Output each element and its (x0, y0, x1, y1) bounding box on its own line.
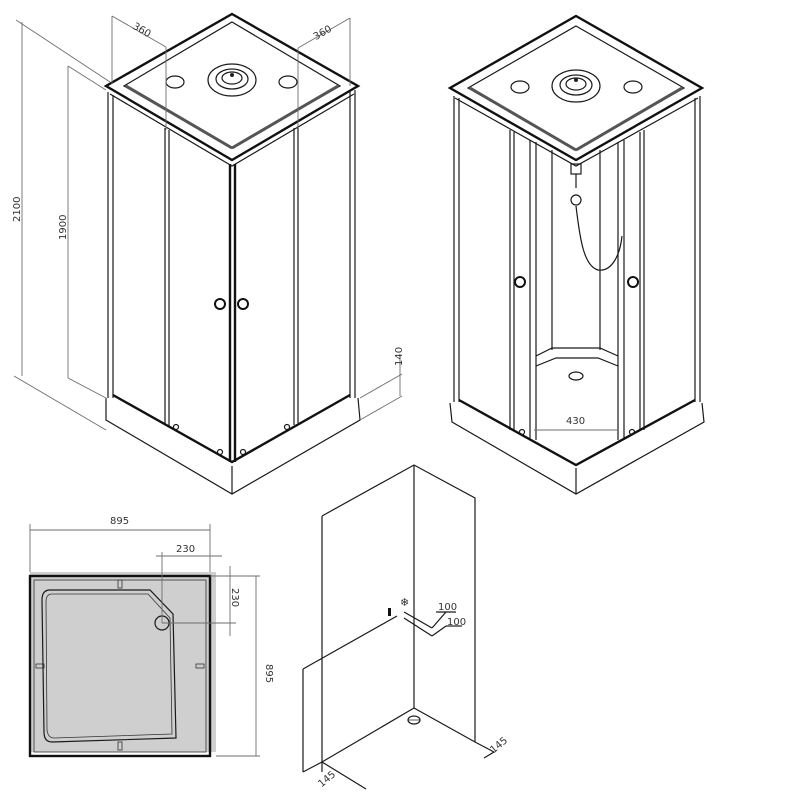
dim-230-x: 230 (176, 544, 195, 555)
dim-895-width: 895 (110, 516, 129, 527)
dim-360-right: 360 (312, 24, 334, 43)
rain-shower-head-icon (551, 69, 601, 103)
shower-mixer-icon (570, 163, 623, 271)
open-cabin-view: 430 (447, 14, 705, 495)
drain-icon (568, 371, 584, 381)
speaker-icon (510, 80, 530, 94)
dim-145-right: 145 (488, 735, 510, 756)
door-handle-icon (627, 276, 639, 288)
roof-inner (122, 21, 342, 149)
tray-plan-view: 895 230 230 895 (28, 516, 274, 758)
roof-outline (447, 14, 705, 162)
dim-2100: 2100 (12, 197, 23, 222)
dim-140: 140 (394, 347, 405, 366)
rain-shower-head-icon (207, 63, 257, 97)
dim-100-a: 100 (438, 602, 457, 613)
cold-water-snowflake-icon: ❄ (400, 596, 409, 609)
closed-cabin-view: 360 360 2100 1900 140 (12, 12, 405, 495)
speaker-icon (165, 75, 185, 89)
dim-230-y: 230 (229, 588, 240, 607)
tray-shadow (30, 572, 216, 752)
tray-outline (28, 574, 212, 758)
installation-corner-view: ❄ 100 100 145 145 (302, 464, 510, 790)
roof-outline (103, 12, 361, 162)
door-handle-icon (237, 298, 249, 310)
dim-1900: 1900 (58, 215, 69, 240)
dim-145-left: 145 (316, 769, 338, 790)
hot-water-icon (388, 608, 391, 616)
tray-inner-basin (41, 589, 177, 743)
dim-895-depth: 895 (263, 664, 274, 683)
door-handle-icon (514, 276, 526, 288)
speaker-icon (623, 80, 643, 94)
speaker-icon (278, 75, 298, 89)
dim-430: 430 (566, 416, 585, 427)
door-handle-icon (214, 298, 226, 310)
dim-100-b: 100 (447, 617, 466, 628)
